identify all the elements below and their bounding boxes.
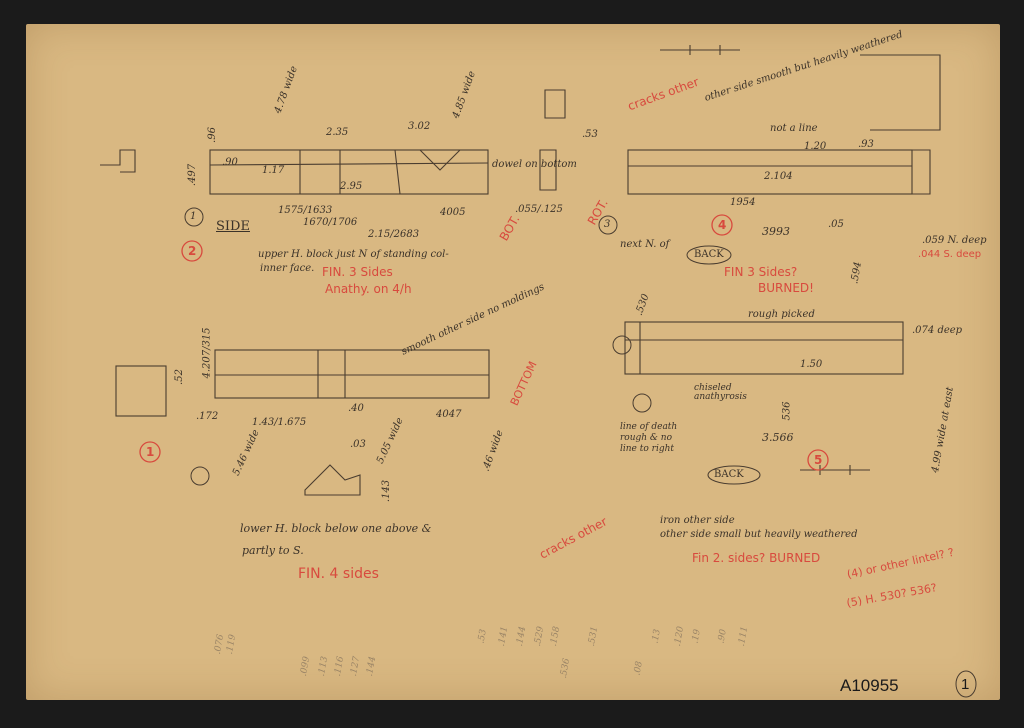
dim-label: 1670/1706: [303, 217, 358, 228]
dim-label: .03: [350, 439, 366, 450]
circled-number-3: 3: [604, 219, 611, 230]
dim-label: .93: [858, 139, 874, 150]
rough-picked-note: rough picked: [748, 309, 815, 320]
upper-block-note-2: inner face.: [260, 263, 315, 274]
iron-note-2: other side small but heavily weathered: [660, 529, 858, 540]
dim-label: .143: [381, 479, 393, 503]
circle-number-2: [181, 240, 203, 262]
upper-block-sketch: [209, 149, 489, 195]
anathyrosis-note-bottom: chiseled anathyrosis: [694, 383, 747, 402]
circle-number-1: [139, 441, 161, 463]
dim-label: dowel on bottom: [492, 159, 577, 170]
dim-label: .044 S. deep: [918, 249, 982, 260]
side-label: SIDE: [216, 219, 250, 234]
dim-label: .059 N. deep: [922, 235, 987, 246]
burned-label-top: BURNED!: [758, 281, 814, 295]
lower-block-sketch: [214, 349, 490, 399]
profile-sketch-top: [100, 149, 136, 173]
back-label-top: BACK: [694, 249, 724, 260]
fin-three-sides-question: FIN 3 Sides?: [724, 265, 798, 279]
line-of-death-note: line of death rough & no line to right: [620, 422, 678, 454]
dim-label: 4047: [436, 409, 462, 420]
catalog-number: A10955: [840, 676, 899, 695]
upper-block-note: upper H. block just N of standing col-: [258, 249, 449, 260]
back-label-bottom: BACK: [714, 469, 744, 480]
dim-label: 1.50: [800, 359, 823, 370]
dim-label: 2.95: [340, 181, 363, 192]
dim-label: .497: [187, 163, 199, 187]
dim-label: 3.02: [408, 121, 431, 132]
not-a-line-note: not a line: [770, 123, 818, 134]
dim-label: .90: [222, 157, 238, 168]
dim-label: .40: [348, 403, 364, 414]
circle-number-4: [711, 214, 733, 236]
dim-label: 1.43/1.675: [252, 417, 307, 428]
circled-number-1: 1: [146, 445, 155, 459]
dim-label: .074 deep: [912, 325, 963, 336]
dim-label: 536: [781, 401, 793, 421]
bottom-right-block-sketch: [624, 321, 904, 375]
circled-number-4: 4: [718, 218, 727, 232]
dim-label: .055/.125: [515, 204, 563, 215]
index-card: [26, 24, 1000, 700]
fin-four-sides-label: FIN. 4 sides: [298, 566, 379, 582]
dim-label: 1575/1633: [278, 205, 333, 216]
dim-label: 2.35: [326, 127, 349, 138]
dim-label: 2.15/2683: [368, 229, 420, 240]
dim-label: 2.104: [764, 171, 793, 182]
dim-label: 1.17: [262, 165, 285, 176]
next-n-note: next N. of: [620, 239, 670, 250]
dim-label: 3.566: [762, 431, 794, 444]
circled-number-5: 5: [814, 453, 823, 467]
dim-label: 4.207/315: [201, 327, 213, 379]
page-number: 1: [961, 676, 970, 693]
lower-block-note: lower H. block below one above &: [240, 522, 432, 535]
dim-label: .52: [173, 369, 185, 385]
dim-label: .53: [582, 129, 598, 140]
circled-number-2: 2: [188, 244, 197, 258]
circle-number-5: [807, 449, 829, 471]
dim-label: 1954: [730, 197, 756, 208]
circled-number-1-top: 1: [190, 211, 197, 222]
top-right-block-sketch: [627, 149, 913, 195]
dim-label: .96: [206, 127, 218, 143]
dim-label: 3993: [762, 225, 790, 238]
anathyrosis-note: Anathy. on 4/h: [325, 282, 412, 296]
dim-label: 1.20: [804, 141, 827, 152]
fin-three-sides-label: FIN. 3 Sides: [322, 265, 393, 279]
fin-two-sides-burned: Fin 2. sides? BURNED: [692, 551, 821, 565]
dim-label: 4005: [440, 207, 466, 218]
lower-block-note-2: partly to S.: [242, 544, 304, 557]
dim-label: .172: [196, 411, 219, 422]
dim-label: .05: [828, 219, 844, 230]
iron-note: iron other side: [660, 515, 735, 526]
